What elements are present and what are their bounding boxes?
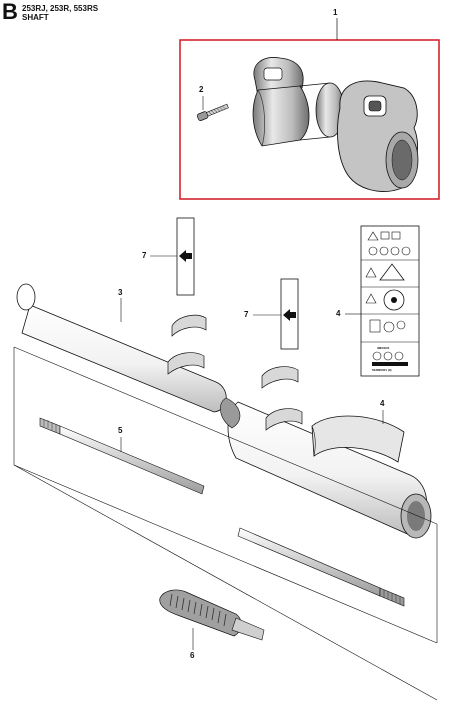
decal-line-2: 503895001 (0) [372,368,392,372]
arrow-tag-upper [176,217,195,296]
warning-decal [360,225,420,377]
screw [196,103,229,121]
clamp-upper [252,57,345,147]
callout-1: 1 [333,8,338,17]
panel-frames [13,346,438,701]
cushion-inserts [167,314,303,431]
highlight-box [179,39,440,200]
flex-shaft [159,589,265,641]
callout-4-sleeve: 4 [380,399,385,408]
clamp-lower [337,80,419,192]
callout-5: 5 [118,426,123,435]
decal-line-1: 3M/CE01 [377,346,390,350]
callout-2: 2 [199,85,204,94]
callout-6: 6 [190,651,195,660]
shaft-sleeve [311,415,405,463]
callout-7-upper: 7 [142,251,147,260]
model-list: 253RJ, 253R, 553RS [22,4,99,13]
callout-7-lower: 7 [244,310,249,319]
arrow-tag-lower [280,278,299,350]
outer-shaft-tube [16,283,432,539]
section-title: SHAFT [22,13,49,22]
section-letter: B [2,0,18,24]
callout-4-decal: 4 [336,309,341,318]
callout-3: 3 [118,288,123,297]
drive-shaft [39,417,405,607]
